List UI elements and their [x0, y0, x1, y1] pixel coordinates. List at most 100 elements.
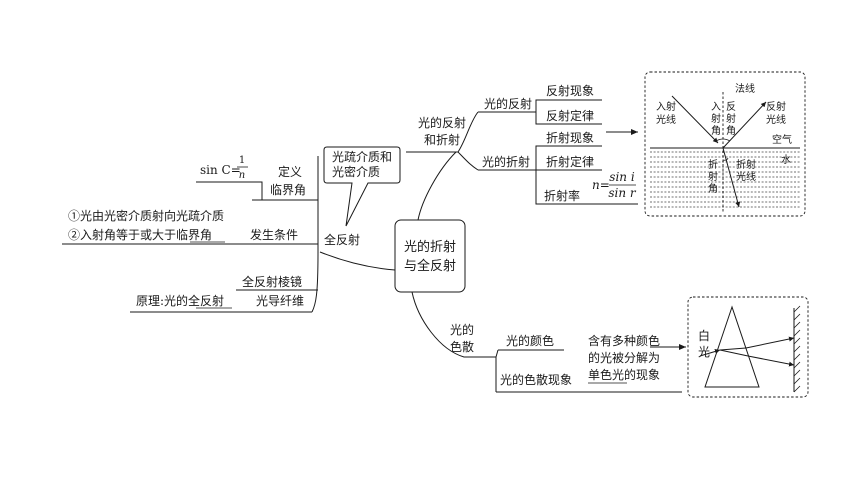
incidence-angle-char: 入 — [711, 102, 721, 113]
reflection-angle-char: 角 — [726, 125, 736, 137]
critical-angle-formula-lhs: sin C= — [200, 163, 241, 177]
reflection-label: 光的反射 — [484, 96, 532, 111]
dispersion-description-line1: 含有多种颜色 — [588, 333, 660, 348]
refractive-index-formula-numerator: sin i — [609, 170, 635, 184]
total-reflection-prism: 全反射棱镜 — [242, 274, 302, 289]
center-title-line1: 光的折射 — [404, 239, 456, 255]
connector-light-color — [495, 349, 499, 358]
connector-reflection-law — [535, 112, 544, 125]
white-light-label-2: 光 — [698, 345, 710, 359]
reflected-ray-label-line1: 反射 — [766, 101, 786, 113]
critical-angle-formula-denominator: n — [239, 170, 245, 181]
connector-center-to-reflection-refraction — [417, 151, 457, 221]
condition-2: ②入射角等于或大于临界角 — [68, 227, 212, 242]
hatch-mark — [793, 385, 801, 393]
incident-ray — [671, 95, 719, 144]
refraction-angle-char: 角 — [708, 183, 718, 195]
refraction-figure-frame — [644, 71, 806, 217]
dispersion-phenomenon-label: 光的色散现象 — [500, 372, 572, 387]
refractive-index-formula-denominator: sin r — [608, 186, 637, 200]
dispersed-ray-top — [745, 336, 795, 349]
dispersion-figure: 白 光 — [687, 296, 809, 398]
refraction-figure: 法线 入射 光线 入 射 角 反 射 角 反射 光线 空气 水 折 射 角 折射… — [644, 71, 806, 217]
condition-2-prefix: ②入射角等于或大于 — [68, 227, 176, 242]
white-light-ray — [699, 349, 721, 357]
connector-reflection-phenomenon — [535, 99, 544, 112]
connector-to-reflection — [406, 111, 479, 153]
hatch-mark — [793, 361, 801, 369]
screen-hatching — [793, 305, 801, 393]
refraction-phenomenon: 折射现象 — [546, 130, 594, 145]
fiber-connector — [311, 251, 319, 313]
dispersion-description-line3: 单色光的现象 — [588, 367, 660, 382]
connector-center-to-total-reflection — [319, 251, 396, 271]
refraction-law: 折射定律 — [546, 154, 594, 169]
incidence-angle-char: 角 — [711, 125, 721, 137]
hatch-mark — [793, 321, 801, 329]
reflection-law: 反射定律 — [546, 108, 594, 123]
normal-label: 法线 — [735, 82, 755, 95]
connector-refractive-index — [535, 170, 544, 205]
dispersion-figure-frame — [687, 296, 809, 398]
light-inside-prism — [719, 347, 747, 351]
light-inside-prism — [719, 349, 749, 357]
incident-ray-label-line2: 光线 — [656, 113, 676, 126]
critical-angle-definition-connector — [196, 181, 263, 200]
reflection-phenomenon: 反射现象 — [546, 83, 594, 98]
reflection-refraction-label-line2: 和折射 — [424, 132, 460, 147]
dispersed-ray-bottom — [747, 355, 795, 367]
refraction-angle-char: 射 — [708, 171, 718, 183]
reflection-refraction-branch: 光的反射 和折射 光的反射 反射现象 反射定律 光的折射 折射现象 折射定律 折… — [406, 83, 638, 221]
fiber-principle: 原理:光的全反射 — [136, 293, 224, 308]
light-color: 光的颜色 — [506, 333, 554, 348]
fiber-label: 光导纤维 — [256, 294, 304, 308]
connector-refraction-phenomenon — [535, 145, 544, 170]
dispersion-description-key: 单色光 — [588, 368, 624, 382]
definition-label: 定义 — [278, 164, 302, 179]
media-callout-line2: 光密介质 — [332, 164, 380, 179]
refractive-index-label: 折射率 — [544, 188, 580, 203]
incident-ray-label-line1: 入射 — [656, 101, 676, 113]
refracted-ray-label-line2: 光线 — [736, 170, 756, 183]
reflection-angle-char: 反 — [726, 101, 736, 113]
dispersion-label-line2: 色散 — [450, 339, 474, 354]
conditions-label: 发生条件 — [250, 227, 298, 242]
reflection-refraction-label-line1: 光的反射 — [418, 115, 466, 130]
air-label: 空气 — [772, 133, 792, 146]
reflection-angle-arc — [715, 138, 731, 142]
total-reflection-branch: 全反射 光疏介质和 光密介质 临界角 定义 sin C= 1 n ①光由光密介质… — [62, 146, 401, 313]
hatch-mark — [793, 329, 801, 337]
critical-angle-formula: sin C= 1 n — [200, 155, 248, 181]
media-callout-line1: 光疏介质和 — [332, 149, 392, 164]
connector-center-to-dispersion — [411, 291, 496, 358]
hatch-mark — [793, 345, 801, 353]
refractive-index-formula-lhs: n= — [592, 178, 610, 192]
hatch-mark — [793, 377, 801, 385]
dispersion-description-suffix: 的现象 — [624, 367, 660, 382]
dispersion-description-line2: 的光被分解为 — [588, 350, 660, 365]
refraction-angle-char: 折 — [708, 158, 718, 171]
center-title-line2: 与全反射 — [404, 258, 456, 274]
media-callout — [323, 146, 401, 227]
water-label: 水 — [781, 154, 791, 166]
prism-icon — [704, 305, 760, 388]
condition-2-key: 临界角 — [176, 228, 212, 242]
reflected-ray — [722, 101, 767, 149]
critical-angle-label: 临界角 — [270, 183, 306, 197]
white-light-label-1: 白 — [698, 328, 710, 343]
fiber-principle-key: 全反射 — [188, 293, 224, 308]
connector-to-refraction — [457, 151, 479, 171]
incidence-angle-char: 射 — [711, 113, 721, 125]
hatch-mark — [793, 353, 801, 361]
refracted-ray — [722, 147, 741, 208]
center-node: 光的折射 与全反射 — [394, 219, 466, 293]
refractive-index-formula: n= sin i sin r — [592, 170, 637, 200]
refracted-ray-label-line1: 折射 — [736, 158, 756, 171]
fiber-principle-prefix: 原理:光的 — [136, 293, 188, 308]
reflection-angle-char: 射 — [726, 113, 736, 125]
refraction-label: 光的折射 — [482, 154, 530, 169]
dispersion-label-line1: 光的 — [450, 322, 474, 337]
dispersion-branch: 光的 色散 光的颜色 光的色散现象 含有多种颜色 的光被分解为 单色光的现象 — [411, 291, 686, 393]
total-reflection-label: 全反射 — [324, 232, 360, 247]
